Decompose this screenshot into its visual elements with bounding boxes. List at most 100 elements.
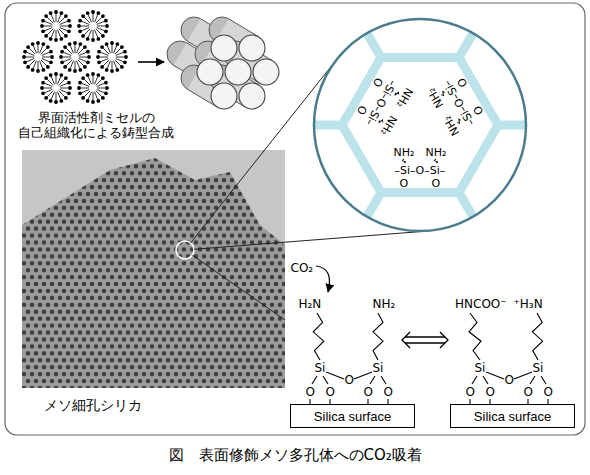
surfactant-head	[86, 99, 90, 103]
surfactant-tail	[116, 52, 124, 55]
surfactant-tail	[56, 14, 57, 23]
cylinder-face	[253, 59, 279, 85]
chem-label: O	[486, 385, 495, 399]
surfactant-tail	[107, 45, 110, 53]
surfactant-head	[86, 11, 90, 15]
surfactant-head	[68, 24, 72, 28]
surfactant-tail	[44, 21, 52, 24]
surfactant-tail	[51, 30, 54, 38]
surfactant-tail	[95, 30, 98, 38]
outer-frame	[5, 3, 585, 435]
surfactant-tail	[58, 92, 61, 100]
bond-line	[483, 376, 488, 384]
chem-label: Si	[315, 361, 326, 375]
surfactant-tail	[26, 59, 34, 62]
amine-group: NH₂NH₂–Si–O–Si–OO	[422, 65, 492, 142]
surfactant-tail	[56, 92, 57, 101]
surfactant-tail	[77, 45, 80, 53]
surfactant-head	[83, 45, 87, 49]
surfactant-head	[49, 73, 53, 77]
surfactant-tail	[95, 76, 98, 84]
chem-label: ⁺H₃N	[514, 297, 543, 311]
surfactant-tail	[38, 45, 39, 54]
surfactant-tail	[60, 88, 69, 89]
bond-line	[469, 313, 481, 360]
surfactant-head	[77, 86, 81, 90]
surfactant-tail	[81, 28, 89, 31]
surfactant-head	[41, 19, 45, 23]
surfactant-head	[59, 37, 63, 41]
chem-label: CO₂	[291, 261, 314, 275]
box-text: Silica surface	[474, 409, 551, 424]
bond-line	[486, 372, 504, 379]
surfactant-tail	[70, 61, 73, 69]
surfactant-tail	[58, 30, 61, 38]
chem-label: O	[466, 385, 475, 399]
surfactant-head	[68, 86, 72, 90]
bond-line	[370, 376, 375, 384]
surfactant-tail	[107, 61, 110, 69]
surfactant-tail	[81, 83, 89, 86]
surfactant-head	[49, 11, 53, 15]
surfactant-head	[41, 81, 45, 85]
surfactant-head	[40, 24, 44, 28]
surfactant-head	[26, 65, 30, 69]
surfactant-tail	[40, 45, 43, 53]
surfactant-head	[110, 41, 114, 45]
surfactant-tail	[51, 14, 54, 22]
surfactant-head	[41, 29, 45, 33]
surfactant-tail	[41, 48, 47, 54]
surfactant-tail	[44, 83, 52, 86]
chem-label: O	[544, 385, 553, 399]
surfactant-tail	[42, 59, 50, 62]
surfactant-tail	[60, 83, 68, 86]
surfactant-head	[100, 45, 104, 49]
surfactant-tail	[116, 57, 125, 58]
tem-image	[22, 150, 285, 388]
surfactant-tail	[84, 91, 90, 97]
chem-label: O	[364, 385, 373, 399]
surfactant-head	[96, 55, 100, 59]
equilibrium-arrow	[402, 332, 448, 348]
surfactant-head	[67, 29, 71, 33]
surfactant-head	[46, 45, 50, 49]
surfactant-head	[22, 55, 26, 59]
chem-label: O	[306, 385, 315, 399]
surfactant-head	[64, 14, 68, 18]
surfactant-head	[86, 37, 90, 41]
surfactant-tail	[81, 88, 90, 89]
chem-label: O	[524, 385, 533, 399]
process-note: 界面活性剤ミセルの 自己組織化による鋳型合成	[11, 110, 181, 141]
chem-label: O	[345, 373, 354, 387]
surfactant-head	[63, 45, 67, 49]
surfactant-tail	[84, 79, 90, 85]
surfactant-tail	[95, 92, 98, 100]
surfactant-tail	[88, 30, 91, 38]
surfactant-head	[59, 55, 63, 59]
surfactant-tail	[26, 57, 35, 58]
surfactant-tail	[100, 52, 108, 55]
surfactant-head	[124, 55, 128, 59]
surfactant-head	[64, 96, 68, 100]
cylinder-bundle	[167, 17, 279, 109]
surfactant-tail	[59, 91, 65, 97]
bond-line	[354, 372, 372, 379]
bond-line	[532, 313, 542, 360]
surfactant-tail	[97, 26, 106, 27]
surfactant-tail	[79, 57, 88, 58]
co2-arrow	[316, 266, 330, 292]
surfactant-tail	[29, 60, 35, 66]
surfactant-head	[96, 11, 100, 15]
surfactant-tail	[115, 48, 121, 54]
bond-line	[312, 376, 317, 384]
cylinder-face	[211, 35, 237, 61]
bond-line	[530, 376, 535, 384]
chem-label: O	[400, 177, 409, 190]
drawing-part	[405, 337, 445, 343]
surfactant-tail	[47, 17, 53, 23]
surfactant-tail	[100, 57, 109, 58]
surfactant-head	[59, 11, 63, 15]
surfactant-head	[105, 68, 109, 72]
surfactant-tail	[103, 48, 109, 54]
bond-line	[313, 313, 324, 360]
